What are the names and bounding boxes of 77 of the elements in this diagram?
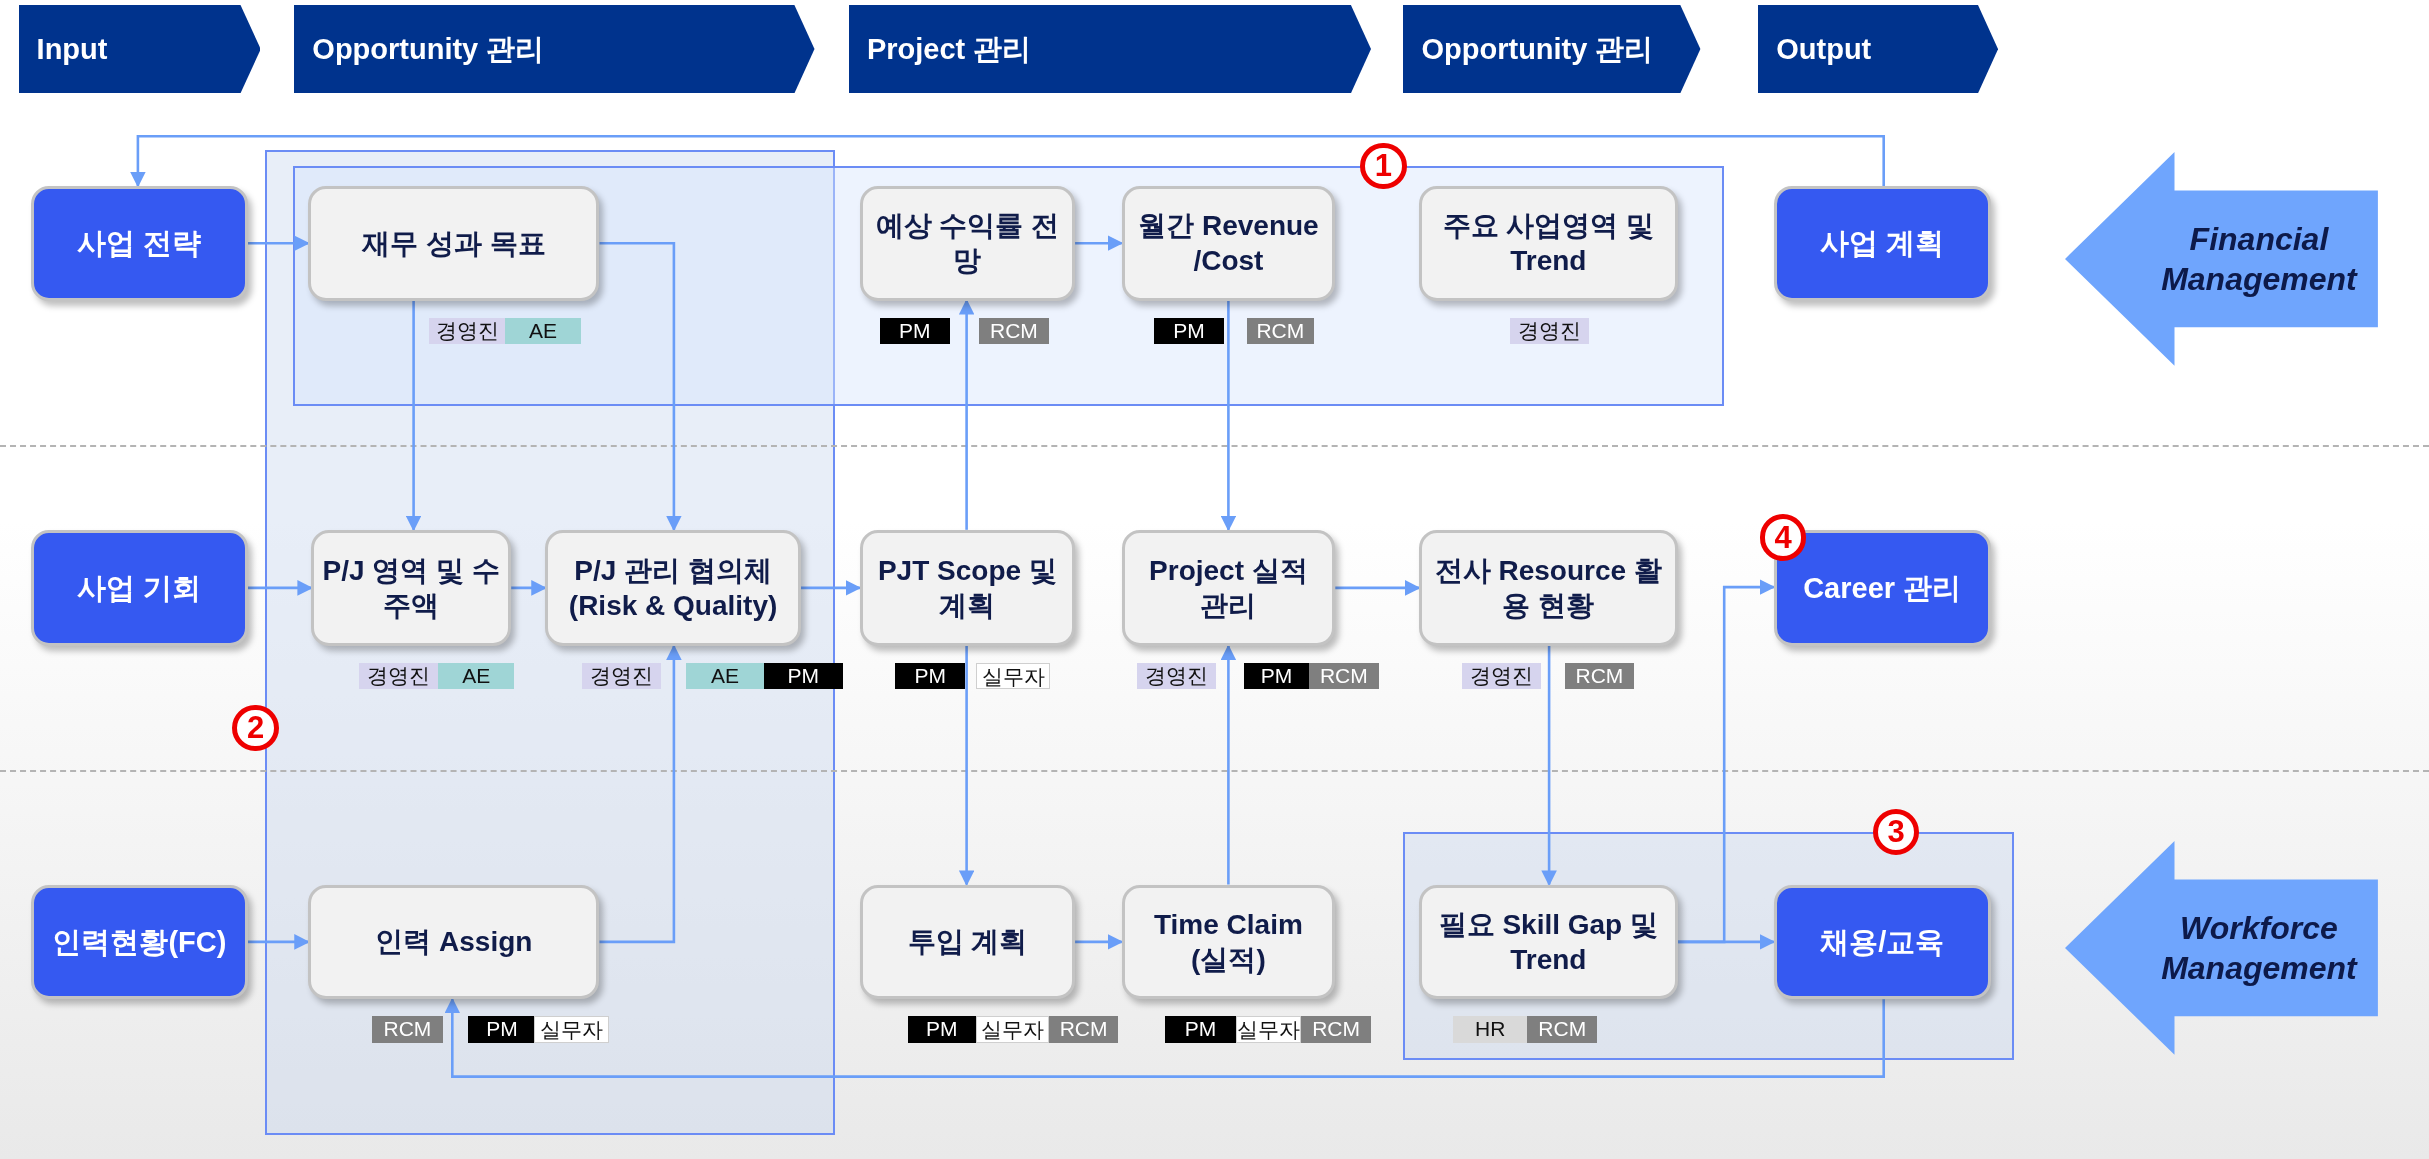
phase-header: Project 관리 [848, 4, 1371, 93]
role-tag: 경영진 [359, 663, 439, 690]
arrow [247, 235, 310, 251]
role-tag: AE [505, 317, 581, 344]
callout-number: 1 [1360, 142, 1407, 189]
role-tag: AE [686, 663, 764, 690]
arrow-banner: Financial Management [2064, 151, 2378, 366]
role-tag: PM [1154, 317, 1224, 344]
callout-number: 3 [1872, 808, 1920, 856]
process-box: 전사 Resource 활용 현황 [1418, 529, 1678, 646]
role-tag: PM [1164, 1016, 1237, 1043]
role-tag: PM [467, 1016, 536, 1043]
arrow [511, 580, 547, 596]
role-tag: PM [895, 663, 966, 690]
phase-header: Opportunity 관리 [294, 4, 815, 93]
process-box: 투입 계획 [859, 884, 1076, 1000]
arrow [247, 934, 310, 950]
process-box: Project 실적 관리 [1121, 529, 1336, 646]
process-box: 필요 Skill Gap 및 Trend [1418, 884, 1678, 1000]
arrow [599, 644, 682, 944]
callout-number: 4 [1759, 514, 1807, 561]
role-tag: RCM [1564, 663, 1635, 690]
phase-header: Output [1758, 4, 1999, 93]
phase-header: Opportunity 관리 [1403, 4, 1701, 93]
role-tag: PM [763, 663, 843, 690]
role-tag: 실무자 [1236, 1016, 1302, 1043]
role-tag: RCM [979, 317, 1049, 344]
role-tag: 실무자 [534, 1016, 609, 1043]
process-box: Time Claim (실적) [1121, 884, 1336, 1000]
role-tag: RCM [1048, 1016, 1119, 1043]
arrow [958, 646, 975, 887]
process-box: 인력현황(FC) [30, 884, 248, 1000]
role-tag: RCM [1247, 317, 1314, 344]
role-tag: PM [907, 1016, 976, 1043]
process-box: 재무 성과 목표 [308, 185, 600, 301]
role-tag: PM [1243, 663, 1309, 690]
process-box: P/J 관리 협의체 (Risk & Quality) [545, 529, 801, 646]
arrow [800, 580, 862, 596]
role-tag: 경영진 [1462, 663, 1542, 690]
arrow [1075, 934, 1124, 950]
arrow [247, 580, 313, 596]
role-tag: AE [438, 663, 515, 690]
role-tag: RCM [1301, 1016, 1371, 1043]
process-box: P/J 영역 및 수주액 [311, 529, 512, 646]
arrow [599, 241, 682, 532]
role-tag: 경영진 [429, 317, 505, 344]
process-box: 인력 Assign [308, 884, 600, 1000]
role-tag: 실무자 [975, 1016, 1049, 1043]
process-box: 사업 기회 [30, 529, 248, 646]
role-tag: RCM [1527, 1016, 1598, 1043]
process-box: 채용/교육 [1773, 884, 1991, 1000]
role-tag: HR [1453, 1016, 1528, 1043]
arrow [1075, 235, 1124, 251]
arrow [1541, 646, 1557, 887]
arrow [405, 300, 422, 532]
process-box: PJT Scope 및 계획 [859, 529, 1076, 646]
process-box: 월간 Revenue /Cost [1121, 185, 1336, 301]
process-box: 예상 수익률 전망 [859, 185, 1076, 301]
arrow [1220, 300, 1237, 532]
role-tag: 경영진 [1137, 663, 1217, 690]
arrow [1335, 580, 1421, 596]
process-box: 사업 계획 [1773, 185, 1991, 301]
role-tag: 경영진 [582, 663, 662, 690]
arrow [1677, 579, 1776, 944]
role-tag: RCM [371, 1016, 444, 1043]
process-box: 주요 사업영역 및 Trend [1418, 185, 1678, 301]
arrow [444, 997, 1885, 1078]
role-tag: PM [879, 317, 950, 344]
role-tag: 실무자 [975, 663, 1051, 690]
arrow-banner: Workforce Management [2064, 841, 2378, 1055]
role-tag: RCM [1309, 663, 1379, 690]
process-box: 사업 전략 [30, 185, 248, 301]
arrow [1220, 644, 1237, 885]
callout-number: 2 [232, 704, 279, 752]
role-tag: 경영진 [1510, 317, 1590, 344]
phase-header: Input [18, 4, 261, 93]
arrow [130, 135, 1885, 188]
